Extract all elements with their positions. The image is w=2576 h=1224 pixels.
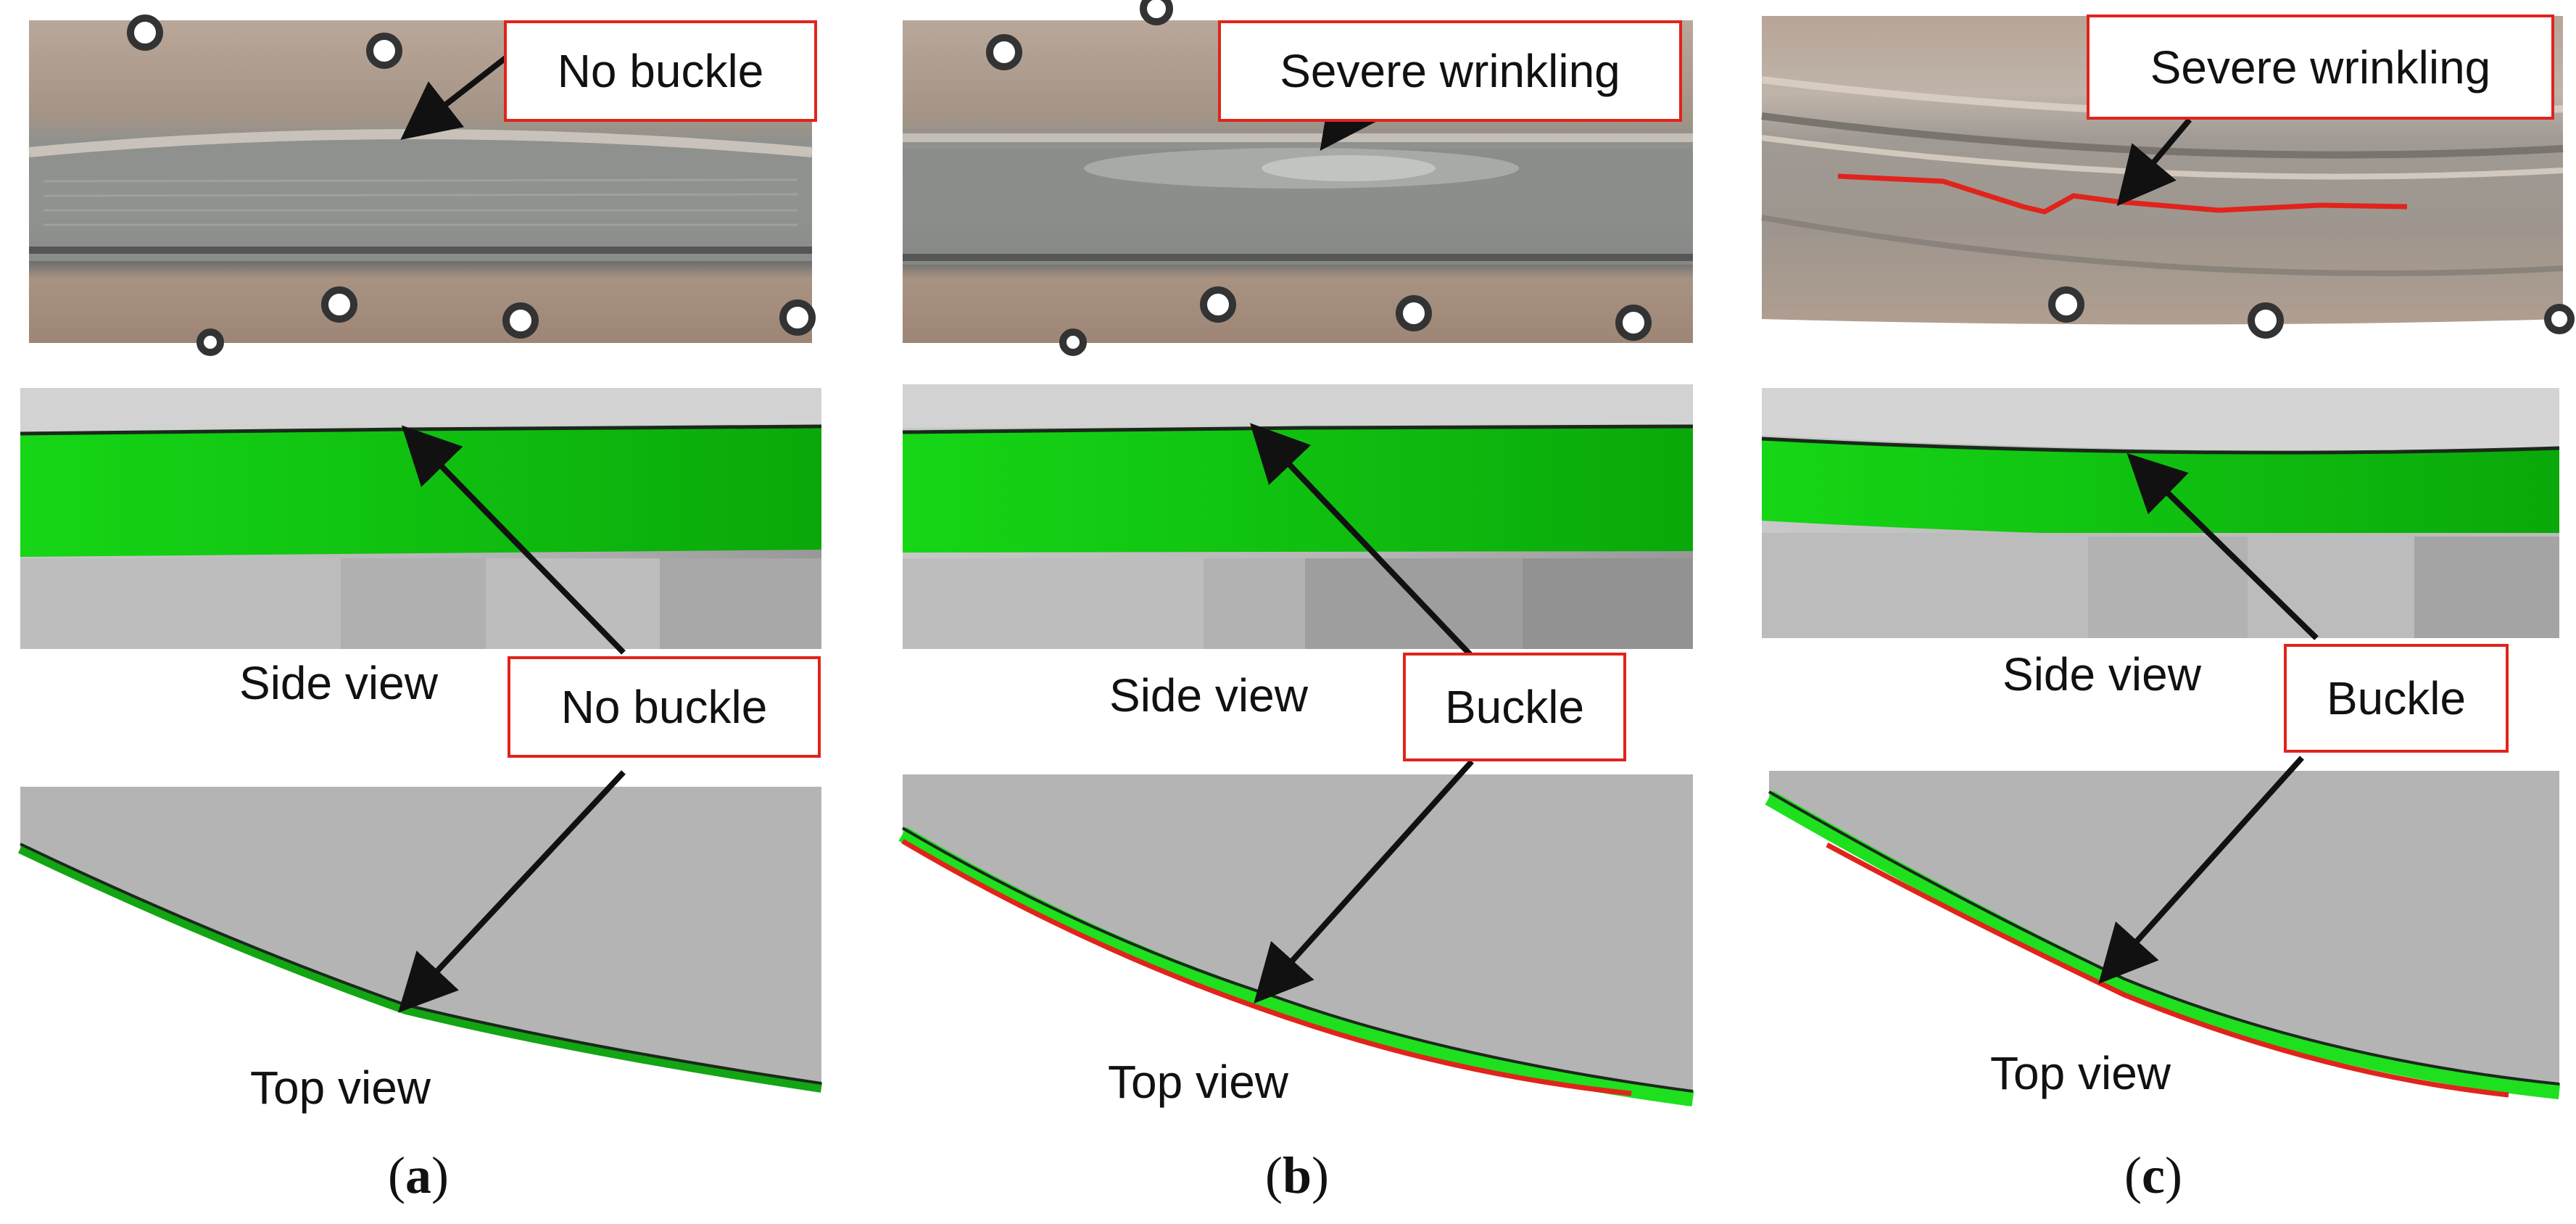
column-a (17, 15, 823, 1093)
top-view-label-a: Top view (250, 1062, 431, 1114)
caption-c: (c) (2124, 1146, 2182, 1204)
top-view-sim-b (898, 774, 1694, 1107)
top-view-sim-a (17, 787, 823, 1093)
arrow-photo-a (400, 48, 517, 140)
top-view-label-b: Top view (1108, 1056, 1288, 1108)
photo-callout-b: Severe wrinkling (1218, 20, 1682, 122)
photo-callout-c: Severe wrinkling (2087, 15, 2554, 120)
side-view-label-b: Side view (1109, 669, 1308, 721)
arrow-top-a (398, 770, 626, 1013)
arrow-photo-c (2116, 117, 2192, 207)
sim-callout-c: Buckle (2284, 644, 2509, 753)
side-view-sim-c (1761, 388, 2560, 638)
top-view-label-c: Top view (1990, 1047, 2171, 1099)
arrow-top-c (2098, 756, 2304, 984)
arrow-side-a (401, 425, 626, 655)
side-view-sim-b (902, 384, 1694, 649)
side-view-sim-a (20, 388, 822, 649)
sim-callout-b: Buckle (1403, 653, 1626, 761)
column-c (1761, 16, 2575, 1099)
column-b (898, 0, 1694, 1107)
photo-callout-a: No buckle (504, 20, 817, 122)
arrow-side-c (2126, 452, 2319, 640)
top-view-sim-c (1765, 771, 2561, 1099)
side-view-label-c: Side view (2003, 648, 2201, 700)
side-view-label-a: Side view (239, 657, 438, 709)
caption-b: (b) (1265, 1146, 1330, 1204)
arrow-top-b (1254, 759, 1474, 1004)
arrow-side-b (1249, 423, 1474, 658)
sim-callout-a: No buckle (508, 656, 821, 758)
caption-a: (a) (388, 1146, 449, 1204)
